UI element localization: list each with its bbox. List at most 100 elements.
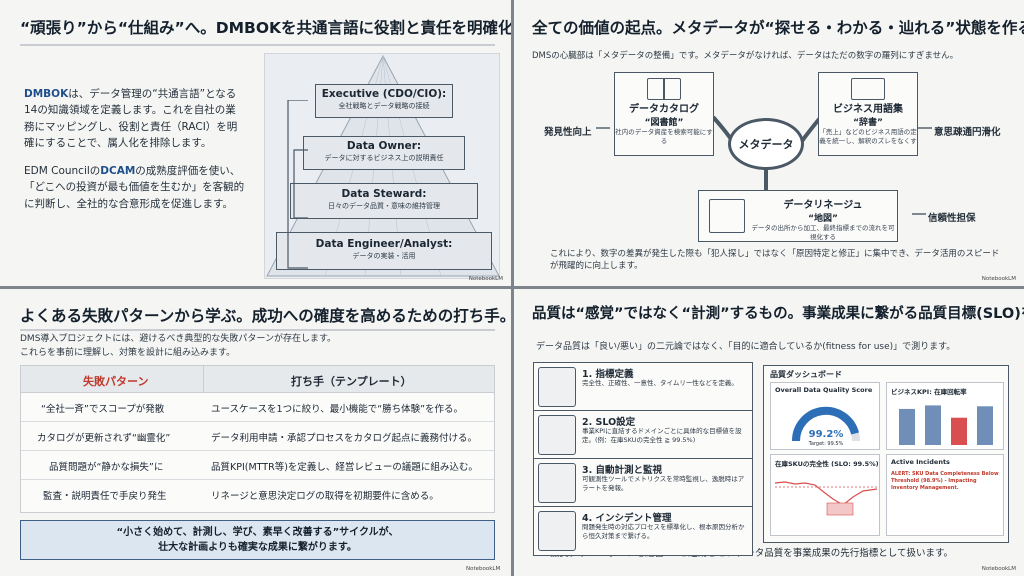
step-title: 4. インシデント管理: [582, 513, 672, 524]
panel-dmbok: “頑張り”から“仕組み”へ。DMBOKを共通言語に役割と責任を明確化する。 DM…: [0, 0, 511, 286]
kpi-bar: [899, 408, 915, 445]
failure-table: 失敗パターン 打ち手（テンプレート） “全社一斉”でスコープが発散 ユースケース…: [20, 365, 495, 513]
book-icon: [647, 78, 681, 100]
card-data-lineage: データリネージュ “地図” データの出所から加工、最終指標までの流れを可視化する: [698, 190, 898, 242]
dcam-text: の成熟度評価を使い、「どこへの投資が最も価値を生むか」を客観的に判断し、全社的な…: [24, 165, 245, 210]
table-header: 失敗パターン 打ち手（テンプレート）: [21, 366, 494, 393]
notebooklm-badge: NotebookLM: [468, 276, 503, 282]
label-reliability: 信頼性担保: [928, 213, 976, 224]
tier-sub: データに対するビジネス上の説明責任: [324, 154, 444, 162]
score-value: 99.2%: [808, 429, 844, 440]
kpi-bar: [951, 417, 967, 445]
lineage-quote: “地図”: [808, 214, 838, 224]
bracket-lines: [287, 100, 308, 269]
panel1-title: “頑張り”から“仕組み”へ。DMBOKを共通言語に役割と責任を明確化する。: [20, 19, 511, 37]
metadata-intro: DMSの心臓部は「メタデータの整備」です。メタデータがなければ、データはただの数…: [532, 51, 959, 61]
lineage-title: データリネージュ: [783, 200, 863, 211]
row-fail: “全社一斉”でスコープが発散: [41, 404, 165, 415]
score-widget: Overall Data Quality Score 99.2% Target:…: [770, 382, 880, 450]
table-row: 監査・説明責任で手戻り発生 リネージと意思決定ログの取得を初期要件に含める。: [21, 480, 494, 509]
metadata-center-node: メタデータ: [728, 118, 804, 170]
cycle-banner: “小さく始めて、計測し、学び、素早く改善する”サイクルが、 壮大な計画よりも確実…: [20, 520, 495, 560]
incidents-widget: Active Incidents ALERT: SKU Data Complet…: [886, 454, 1004, 536]
row-fail: 監査・説明責任で手戻り発生: [43, 491, 167, 502]
panel-metadata: 全ての価値の起点。メタデータが“探せる・わかる・辿れる”状態を作る。 DMSの心…: [514, 0, 1024, 286]
step-desc: 完全性、正確性、一意性、タイムリー性などを定義。: [582, 379, 738, 387]
dmbok-description: DMBOKは、データ管理の“共通言語”となる14の知識領域を定義します。これを自…: [24, 86, 246, 212]
card-business-glossary: ビジネス用語集 “辞書” 「売上」などのビジネス用語の定義を統一し、解釈のズレを…: [818, 72, 918, 156]
step-desc: 事業KPIに直結するドメインごとに具体的な目標値を設定。(例：在庫SKUの完全性…: [582, 427, 742, 444]
sku-line-chart: [774, 481, 878, 516]
glossary-sub: 「売上」などのビジネス用語の定義を統一し、解釈のズレをなくす: [819, 128, 917, 145]
step-title: 1. 指標定義: [582, 369, 634, 380]
panel3-title: よくある失敗パターンから学ぶ。成功への確度を高めるための打ち手。: [20, 307, 511, 325]
glossary-magnifier-icon: [851, 78, 885, 100]
step-auto-monitoring: 3. 自動計測と監視 可観測性ツールでメトリクスを常時監視し、逸脱時はアラートを…: [533, 458, 753, 508]
row-fail: カタログが更新されず“幽霊化”: [37, 433, 171, 444]
dcam-prefix: EDM Councilの: [24, 165, 101, 178]
sku-title: 在庫SKUの完全性 (SLO: 99.5%): [775, 460, 879, 468]
col-failure-pattern: 失敗パターン: [83, 375, 149, 388]
lineage-sub: データの出所から加工、最終指標までの流れを可視化する: [751, 224, 895, 241]
kpi-bar: [977, 406, 993, 445]
score-target: Target: 99.5%: [808, 441, 844, 447]
step-title: 2. SLO設定: [582, 417, 636, 428]
table-row: 品質問題が“静かな損失”に 品質KPI(MTTR等)を定義し、経営レビューの議題…: [21, 451, 494, 480]
banner-line-1: “小さく始めて、計測し、学び、素早く改善する”サイクルが、: [116, 527, 399, 538]
row-fix: リネージと意思決定ログの取得を初期要件に含める。: [211, 491, 439, 502]
stopwatch-icon: [538, 463, 576, 503]
tier-title: Data Engineer/Analyst:: [315, 238, 453, 250]
step-title: 3. 自動計測と監視: [582, 465, 663, 476]
col-countermeasure: 打ち手（テンプレート）: [291, 375, 412, 388]
tier-sub: データの実装・活用: [352, 252, 416, 260]
tier-sub: 全社戦略とデータ戦略の接続: [338, 102, 430, 110]
catalog-sub: 社内のデータ資産を検索可能にする: [615, 128, 713, 145]
tier-engineer: Data Engineer/Analyst: データの実装・活用: [276, 232, 492, 270]
step-incident-management: 4. インシデント管理 問題発生時の対応プロセスを標準化し、根本原因分析から恒久…: [533, 506, 753, 556]
alert-text: ALERT: SKU Data Completeness Below Thres…: [891, 471, 999, 491]
score-gauge: [791, 406, 860, 442]
row-fix: ユースケースを1つに絞り、最小機能で“勝ち体験”を作る。: [211, 404, 464, 415]
kpi-widget: ビジネスKPI: 在庫回転率: [886, 382, 1004, 450]
title-underline: [20, 329, 495, 331]
shield-gear-icon: [538, 511, 576, 551]
row-fix: 品質KPI(MTTR等)を定義し、経営レビューの議題に組み込む。: [211, 462, 478, 473]
metadata-footer: これにより、数字の差異が発生した際も「犯人探し」ではなく「原因特定と修正」に集中…: [550, 249, 1000, 272]
catalog-title: データカタログ: [629, 104, 699, 115]
quality-intro: データ品質は「良い/悪い」の二元論ではなく、「目的に適合しているか(fitnes…: [536, 342, 956, 352]
notebooklm-badge: NotebookLM: [981, 276, 1016, 282]
panel4-title: 品質は“感覚”ではなく“計測”するもの。事業成果に繋がる品質目標(SLO)を設計…: [532, 306, 1024, 322]
tier-sub: 日々のデータ品質・意味の維持管理: [328, 202, 440, 210]
banner-line-2: 壮大な計画よりも確実な成果に繋がります。: [158, 542, 357, 553]
tier-executive: Executive (CDO/CIO): 全社戦略とデータ戦略の接続: [315, 84, 453, 118]
dcam-term: DCAM: [100, 165, 136, 178]
target-icon: [538, 415, 576, 455]
sku-widget: 在庫SKUの完全性 (SLO: 99.5%): [770, 454, 880, 536]
map-icon: [709, 199, 745, 233]
panel2-title: 全ての価値の起点。メタデータが“探せる・わかる・辿れる”状態を作る。: [532, 19, 1024, 37]
row-fail: 品質問題が“静かな損失”に: [49, 462, 164, 473]
label-discoverability: 発見性向上: [544, 127, 592, 138]
table-row: “全社一斉”でスコープが発散 ユースケースを1つに絞り、最小機能で“勝ち体験”を…: [21, 393, 494, 422]
kpi-bar-chart: [899, 405, 993, 445]
dmbok-term: DMBOK: [24, 88, 69, 100]
step-metric-definition: 1. 指標定義 完全性、正確性、一意性、タイムリー性などを定義。: [533, 362, 753, 412]
score-title: Overall Data Quality Score: [775, 386, 873, 394]
tier-title: Data Owner:: [346, 140, 422, 152]
dashboard-title: 品質ダッシュボード: [770, 370, 842, 379]
tier-title: Data Steward:: [341, 188, 427, 200]
step-desc: 問題発生時の対応プロセスを標準化し、根本原因分析から恒久対策まで繋げる。: [582, 523, 745, 540]
tier-title: Executive (CDO/CIO):: [321, 88, 447, 100]
dmbok-text: は、データ管理の“共通言語”となる14の知識領域を定義します。これを自社の業務に…: [24, 88, 238, 149]
label-communication: 意思疎通円滑化: [934, 127, 1001, 138]
tier-owner: Data Owner: データに対するビジネス上の説明責任: [303, 136, 465, 170]
row-fix: データ利用申請・承認プロセスをカタログ起点に義務付ける。: [211, 433, 478, 444]
failure-intro-2: これらを事前に理解し、対策を設計に組み込みます。: [20, 348, 236, 358]
card-data-catalog: データカタログ “図書館” 社内のデータ資産を検索可能にする: [614, 72, 714, 156]
failure-intro-1: DMS導入プロジェクトには、避けるべき典型的な失敗パターンが存在します。: [20, 334, 337, 344]
catalog-quote: “図書館”: [644, 118, 684, 128]
glossary-title: ビジネス用語集: [833, 104, 903, 115]
step-desc: 可観測性ツールでメトリクスを常時監視し、逸脱時はアラートを発報。: [582, 475, 745, 492]
title-underline: [20, 44, 495, 46]
kpi-title: ビジネスKPI: 在庫回転率: [891, 388, 967, 396]
